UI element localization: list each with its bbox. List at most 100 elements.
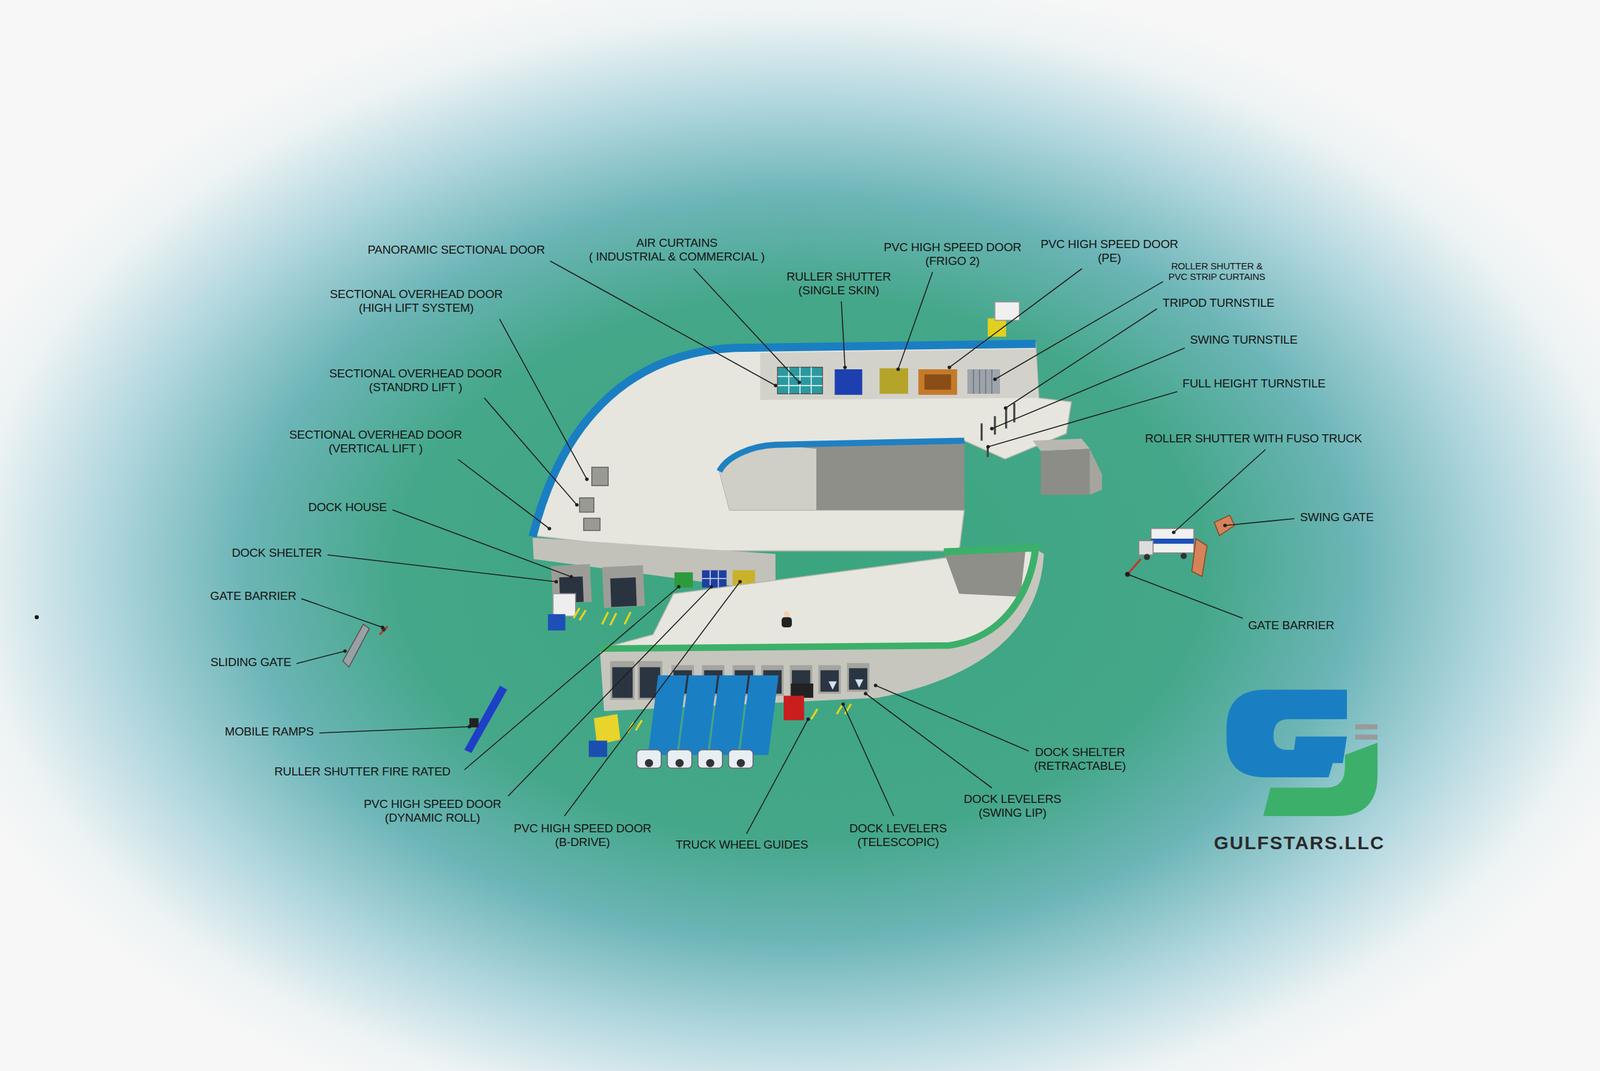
callout-label: RULLER SHUTTER FIRE RATED xyxy=(272,764,453,780)
door-frame xyxy=(610,661,635,700)
wheel-guides xyxy=(573,608,852,733)
sectional-door xyxy=(583,518,600,531)
label-line: AIR CURTAINS xyxy=(588,236,765,250)
leader-dot xyxy=(773,383,778,388)
upper-roof xyxy=(532,343,1072,552)
dock-door xyxy=(820,670,839,692)
label-line: PVC STRIP CURTAINS xyxy=(1168,271,1266,282)
label-line: (VERTICAL LIFT ) xyxy=(289,441,463,456)
leader-dot xyxy=(547,526,552,531)
truck-body xyxy=(790,683,814,699)
callout-label: TRIPOD TURNSTILE xyxy=(1160,295,1277,311)
label-line: DOCK LEVELERS xyxy=(849,821,947,836)
label-line: SECTIONAL OVERHEAD DOOR xyxy=(289,428,463,442)
leader-dot xyxy=(947,365,952,370)
fire-rated-shutter xyxy=(674,572,693,588)
label-line: SECTIONAL OVERHEAD DOOR xyxy=(329,366,503,381)
leader-dot xyxy=(575,503,579,507)
truck-cab xyxy=(698,750,723,769)
leader-line xyxy=(564,581,740,817)
leader-dot xyxy=(896,367,900,372)
callout-label: PVC HIGH SPEED DOOR (FRIGO 2) xyxy=(881,240,1024,269)
leader-line xyxy=(1005,308,1157,409)
callout-label: PANORAMIC SECTIONAL DOOR xyxy=(365,242,547,258)
leader-line xyxy=(991,348,1185,429)
wheel xyxy=(1180,553,1187,560)
leader-dot xyxy=(554,580,559,584)
gate-barrier xyxy=(1127,559,1141,575)
truck-cab xyxy=(667,750,692,769)
pe-door-panel xyxy=(924,374,951,390)
blue-band xyxy=(719,440,965,472)
leader-line xyxy=(843,704,894,817)
callout-label: DOCK HOUSE xyxy=(306,500,389,515)
sectional-door xyxy=(591,467,609,486)
wheel xyxy=(645,759,654,768)
label-line: PVC HIGH SPEED DOOR xyxy=(513,821,652,836)
frigo-door xyxy=(879,368,909,394)
label-line: (HIGH LIFT SYSTEM) xyxy=(330,301,504,315)
wheel xyxy=(675,759,684,768)
sectional-door xyxy=(579,498,594,513)
dynamic-roll-door xyxy=(701,570,727,589)
label-line: PVC HIGH SPEED DOOR xyxy=(1040,237,1179,252)
leader-line xyxy=(499,319,587,480)
label-line: PVC HIGH SPEED DOOR xyxy=(883,240,1022,255)
leader-line xyxy=(1225,518,1295,526)
callout-label: TRUCK WHEEL GUIDES xyxy=(673,837,810,853)
leader-dot xyxy=(873,683,878,688)
callout-label: SLIDING GATE xyxy=(208,655,294,670)
callout-label: SECTIONAL OVERHEAD DOOR (VERTICAL LIFT ) xyxy=(287,427,465,457)
callout-label: DOCK SHELTER xyxy=(230,545,324,561)
leader-dot xyxy=(806,717,810,722)
leader-dot xyxy=(467,725,472,729)
dock-door xyxy=(612,667,634,699)
door-grid xyxy=(777,367,823,394)
truck-cab xyxy=(728,750,754,769)
callout-label: GATE BARRIER xyxy=(208,588,299,604)
shutter-box xyxy=(1032,438,1090,452)
wheel xyxy=(1143,554,1150,561)
leader-line xyxy=(841,301,845,368)
leader-line xyxy=(508,586,712,797)
logo-blue xyxy=(1291,736,1347,764)
leader-line xyxy=(464,586,679,770)
leader-line xyxy=(693,268,800,383)
callout-label: PVC HIGH SPEED DOOR (PE) xyxy=(1038,236,1180,266)
truck-stripe xyxy=(1151,538,1195,544)
dock-door xyxy=(848,668,867,690)
person-head xyxy=(783,611,790,618)
leader-line xyxy=(1173,449,1266,533)
red-truck xyxy=(783,695,805,720)
logo-blue xyxy=(1226,690,1347,778)
leader-dot xyxy=(993,377,997,382)
fuso-truck xyxy=(1151,528,1195,554)
leader-line xyxy=(392,510,572,577)
sliding-gate xyxy=(343,624,370,668)
leader-dot xyxy=(343,649,347,654)
leader-line xyxy=(458,459,550,529)
callout-label: ROLLER SHUTTER WITH FUSO TRUCK xyxy=(1143,431,1364,447)
inner-wall xyxy=(943,550,1026,597)
door-frame xyxy=(818,665,841,694)
strip-curtain xyxy=(967,369,1000,394)
label-line: (B-DRIVE) xyxy=(513,835,652,850)
label-line: (FRIGO 2) xyxy=(883,254,1022,269)
label-line: (SINGLE SKIN) xyxy=(786,283,891,298)
label-line: (DYNAMIC ROLL) xyxy=(363,811,502,825)
leader-dot xyxy=(676,585,681,589)
building-drawing xyxy=(35,301,1379,817)
leader-line xyxy=(484,398,577,505)
roller-shutter xyxy=(835,369,863,395)
dock-house xyxy=(601,565,645,609)
label-line: (TELESCOPIC) xyxy=(849,835,947,850)
truck-cab xyxy=(1138,540,1154,555)
leader-line xyxy=(550,261,776,386)
door-frame xyxy=(846,663,870,692)
logo-mark xyxy=(1226,690,1378,817)
leader-line xyxy=(301,598,383,628)
company-name: GULFSTARS.LLC xyxy=(1211,831,1387,855)
leader-line xyxy=(865,693,992,789)
swing-gate xyxy=(1214,515,1235,536)
